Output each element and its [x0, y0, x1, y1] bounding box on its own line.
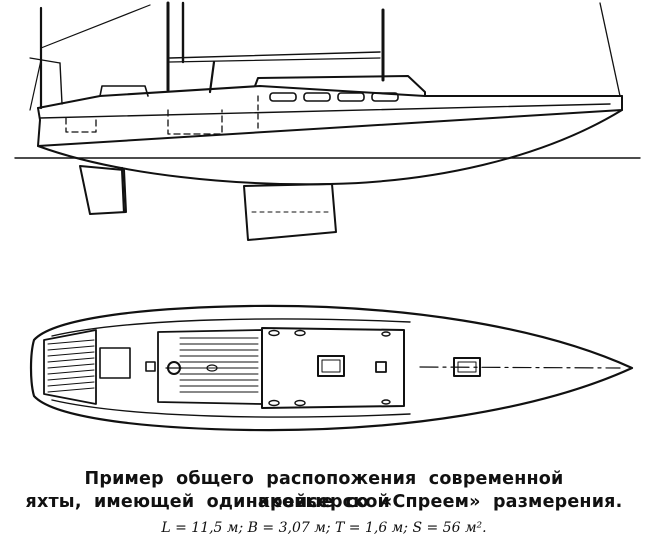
caption-line-1: Пример общего распопожения современной к…	[84, 469, 564, 512]
mast-icon	[375, 361, 387, 373]
yacht-drawing	[14, 1, 641, 432]
porthole	[303, 92, 331, 102]
caption-line-2: яхты, имеющей одинаковые со «Спреем» раз…	[25, 492, 623, 512]
hull-topsides	[37, 95, 623, 147]
hatch-icon	[317, 355, 345, 377]
engine-dashed	[167, 109, 223, 135]
deck-sheer	[37, 85, 623, 109]
aft-deck	[43, 329, 97, 405]
coachroof	[254, 75, 426, 97]
rubbing-strake	[39, 103, 611, 119]
keel	[243, 183, 337, 241]
cockpit-grating	[179, 337, 259, 393]
porthole	[269, 92, 297, 102]
shroud-2	[59, 62, 63, 105]
rigging-aft	[40, 4, 151, 49]
deck-plan	[29, 304, 634, 432]
rudder-stock	[120, 166, 126, 214]
deck-edge	[51, 318, 411, 418]
porthole	[337, 92, 365, 102]
cockpit-coaming	[99, 85, 149, 97]
fore-hatch-icon	[453, 357, 481, 377]
boom-2	[169, 57, 381, 63]
winch	[268, 329, 280, 337]
hull-bottom	[37, 109, 623, 186]
porthole	[371, 92, 399, 102]
shroud	[29, 57, 61, 64]
compass-box	[145, 361, 156, 372]
winch	[294, 399, 306, 407]
backstay	[29, 59, 42, 111]
hull-plan-outline	[29, 304, 634, 432]
side-profile	[14, 1, 641, 241]
tank-dashed	[65, 117, 97, 133]
vent	[381, 399, 391, 405]
winch	[294, 329, 306, 337]
forestay	[599, 2, 621, 97]
rudder	[79, 165, 127, 215]
aft-hatching	[47, 339, 95, 393]
cockpit	[157, 329, 263, 405]
caption-dimensions: L = 11,5 м; B = 3,07 м; T = 1,6 м; S = 5…	[161, 520, 487, 536]
winch	[268, 399, 280, 407]
boom	[169, 51, 381, 59]
winch-post	[208, 60, 216, 94]
lazarette-hatch	[99, 347, 131, 379]
vent	[206, 364, 218, 372]
vent	[381, 331, 391, 337]
coachroof-plan	[261, 327, 405, 409]
centreline	[419, 366, 621, 369]
